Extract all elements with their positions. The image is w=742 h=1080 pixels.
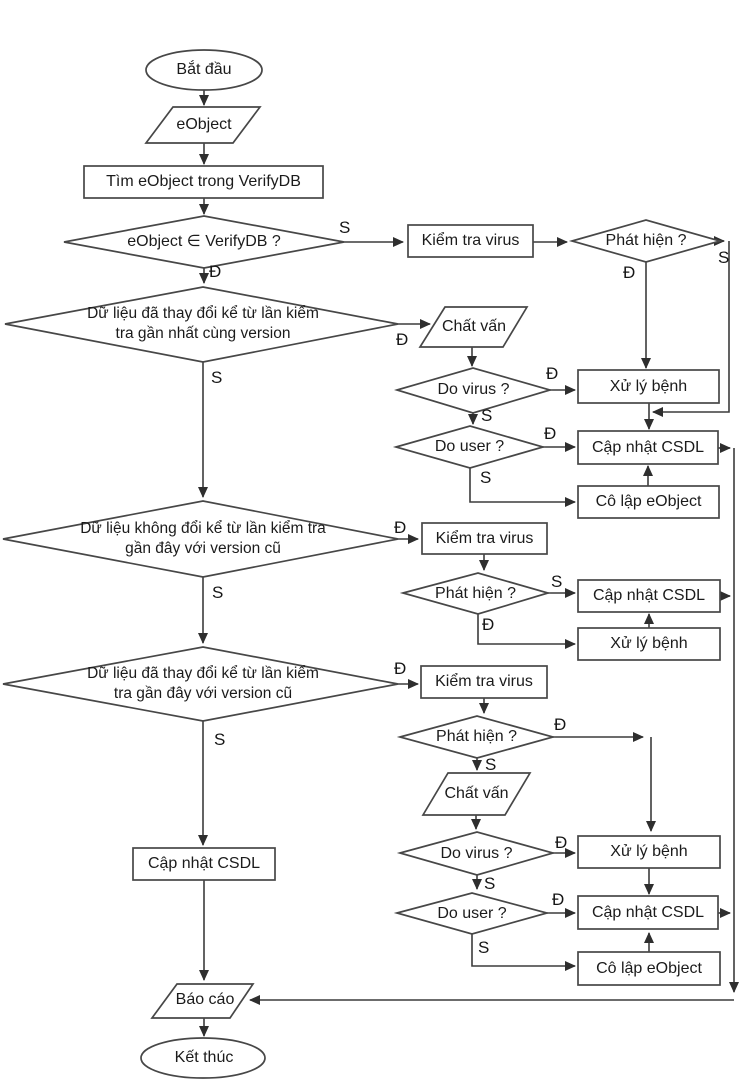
unchanged-old-version-shape [2,500,399,578]
changed-old-version-shape [2,646,399,722]
detected-2-shape [399,572,552,615]
scan-virus-3-shape [420,665,548,699]
start-shape [145,49,263,91]
connector-lines [198,90,739,1037]
do-user-1-shape [392,425,547,469]
handle-infection-3-shape [577,835,721,869]
changed-same-version-shape [4,286,399,363]
report-shape [150,983,255,1019]
isolate-eobject-2-shape [577,951,721,986]
interrogate-1-shape [418,306,529,348]
do-virus-2-shape [396,831,557,876]
update-db-3-shape [577,895,719,930]
interrogate-2-shape [421,772,532,816]
isolate-eobject-1-shape [577,485,720,519]
detected-3-shape [396,715,557,759]
end-shape [140,1037,266,1079]
do-user-2-shape [393,892,551,935]
update-db-2-shape [577,579,721,613]
detected-1-shape [568,219,724,263]
scan-virus-1-shape [407,224,534,258]
update-db-1-shape [577,430,719,465]
do-virus-1-shape [394,367,554,414]
in-verifydb-shape [63,215,345,269]
update-db-4-shape [132,847,276,881]
find-eobject-shape [83,165,324,199]
input-eobject-shape [144,106,262,144]
node-shapes [2,49,724,1079]
scan-virus-2-shape [421,522,548,555]
handle-infection-1-shape [577,369,720,404]
handle-infection-2-shape [577,627,721,661]
